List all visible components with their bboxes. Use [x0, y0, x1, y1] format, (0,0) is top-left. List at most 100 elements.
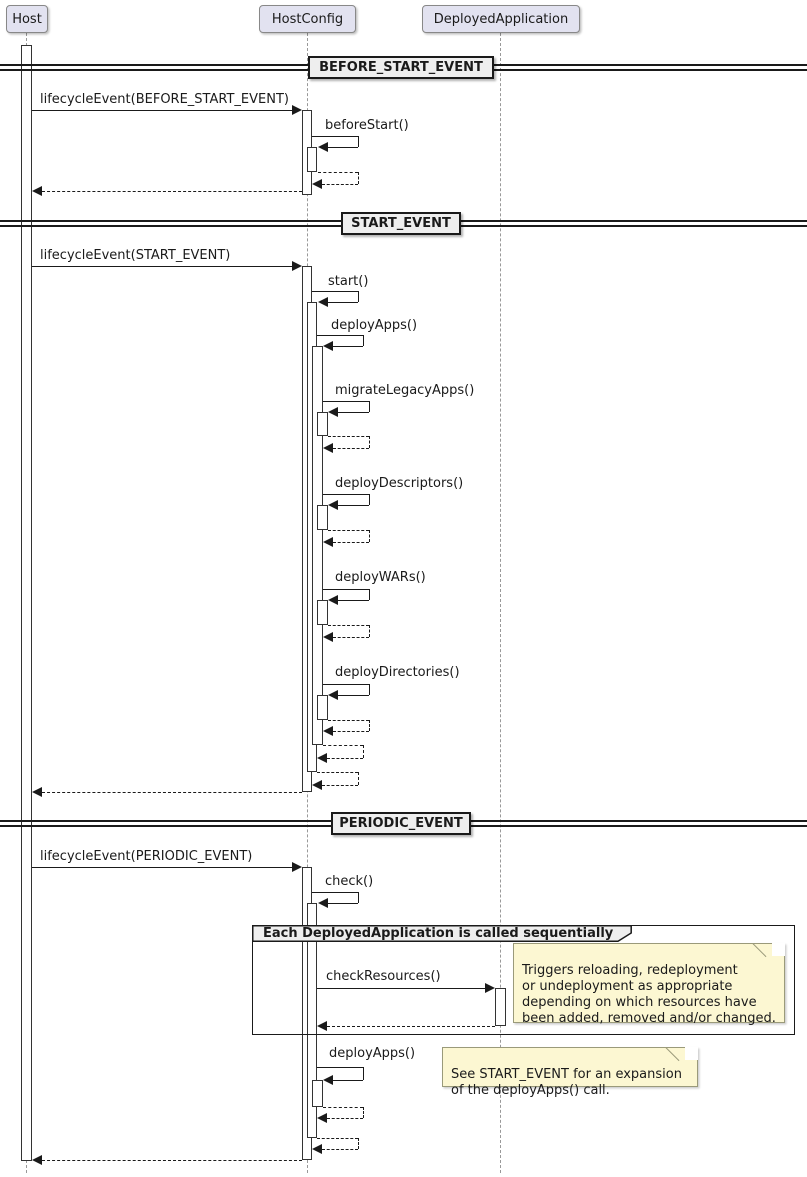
- message-label: checkResources(): [326, 969, 441, 984]
- self-call-line: [358, 291, 359, 302]
- note-fold-icon: [685, 1047, 698, 1060]
- arrowhead-icon: [317, 753, 327, 763]
- arrowhead-icon: [312, 780, 322, 790]
- return-line: [369, 625, 370, 637]
- note-fold-icon: [665, 1047, 680, 1062]
- group-frame-header: [252, 925, 632, 942]
- arrowhead-icon: [317, 1021, 327, 1031]
- arrowhead-icon: [328, 690, 338, 700]
- self-call-line: [312, 291, 358, 292]
- arrowhead-icon: [318, 142, 328, 152]
- arrowhead-icon: [323, 632, 333, 642]
- participant-host: Host: [6, 5, 48, 33]
- return-line: [328, 530, 369, 531]
- arrowhead-icon: [312, 179, 322, 189]
- activation-deploydescriptors: [317, 505, 328, 530]
- self-call-line: [328, 903, 358, 904]
- arrowhead-icon: [323, 537, 333, 547]
- message-line: [317, 988, 485, 989]
- self-call-line: [312, 136, 358, 137]
- activation-beforestart: [307, 147, 317, 172]
- return-line: [327, 758, 363, 759]
- return-line: [42, 792, 302, 793]
- self-call-line: [358, 136, 359, 147]
- self-call-line: [323, 401, 369, 402]
- arrowhead-icon: [317, 1113, 327, 1123]
- arrowhead-icon: [485, 983, 495, 993]
- arrowhead-icon: [328, 500, 338, 510]
- return-line: [328, 436, 369, 437]
- self-call-line: [328, 147, 358, 148]
- note-check-resources: Triggers reloading, redeployment or unde…: [513, 943, 785, 1026]
- arrowhead-icon: [32, 1155, 42, 1165]
- activation-host: [21, 45, 32, 1161]
- activation-deployapps: [312, 346, 323, 745]
- message-label: lifecycleEvent(START_EVENT): [40, 248, 231, 263]
- return-line: [333, 731, 369, 732]
- note-deploy-apps: See START_EVENT for an expansion of the …: [442, 1047, 698, 1098]
- message-label: beforeStart(): [325, 118, 409, 133]
- participant-deployedapplication: DeployedApplication: [422, 5, 580, 33]
- return-line: [363, 745, 364, 758]
- return-line: [333, 448, 369, 449]
- message-line: [32, 266, 293, 267]
- note-fold-icon: [752, 943, 767, 958]
- group-frame-label: Each DeployedApplication is called seque…: [263, 926, 614, 941]
- arrowhead-icon: [292, 862, 302, 872]
- return-line: [363, 1107, 364, 1118]
- arrowhead-icon: [312, 1144, 322, 1154]
- message-label: deployApps(): [331, 318, 418, 333]
- self-call-line: [323, 494, 369, 495]
- arrowhead-icon: [32, 787, 42, 797]
- lifeline-deployedapplication: [500, 33, 501, 1173]
- arrowhead-icon: [292, 261, 302, 271]
- return-line: [369, 436, 370, 448]
- message-label: lifecycleEvent(BEFORE_START_EVENT): [40, 92, 289, 107]
- self-call-line: [369, 494, 370, 505]
- return-line: [333, 542, 369, 543]
- self-call-line: [323, 589, 369, 590]
- self-call-line: [363, 1067, 364, 1080]
- self-call-line: [369, 684, 370, 695]
- message-label: deployApps(): [329, 1046, 416, 1061]
- self-call-line: [317, 335, 363, 336]
- self-call-line: [363, 335, 364, 346]
- activation-deployedapplication: [495, 988, 506, 1026]
- return-line: [317, 772, 358, 773]
- self-call-line: [338, 412, 369, 413]
- return-line: [328, 625, 369, 626]
- arrowhead-icon: [323, 341, 333, 351]
- arrowhead-icon: [318, 898, 328, 908]
- return-line: [369, 720, 370, 731]
- divider-periodic-event: PERIODIC_EVENT: [331, 812, 471, 835]
- arrowhead-icon: [292, 105, 302, 115]
- self-call-line: [338, 505, 369, 506]
- activation-migratelegacyapps: [317, 412, 328, 436]
- arrowhead-icon: [32, 186, 42, 196]
- message-label: start(): [328, 274, 369, 289]
- activation-check: [307, 903, 317, 1138]
- return-line: [323, 745, 363, 746]
- activation-deployapps-periodic: [312, 1080, 323, 1107]
- self-call-line: [328, 302, 358, 303]
- return-line: [322, 785, 358, 786]
- activation-deploydirectories: [317, 695, 328, 720]
- self-call-line: [323, 684, 369, 685]
- participant-hostconfig: HostConfig: [259, 5, 356, 33]
- message-label: deployWARs(): [335, 570, 426, 585]
- return-line: [358, 772, 359, 785]
- self-call-line: [369, 589, 370, 600]
- message-label: deployDirectories(): [335, 665, 460, 680]
- message-line: [32, 110, 293, 111]
- message-label: deployDescriptors(): [335, 476, 464, 491]
- message-label: migrateLegacyApps(): [335, 383, 475, 398]
- return-line: [358, 172, 359, 184]
- return-line: [318, 172, 358, 173]
- return-line: [333, 637, 369, 638]
- arrowhead-icon: [318, 297, 328, 307]
- return-line: [317, 1138, 358, 1139]
- self-call-line: [333, 346, 363, 347]
- return-line: [327, 1118, 363, 1119]
- message-label: check(): [325, 874, 374, 889]
